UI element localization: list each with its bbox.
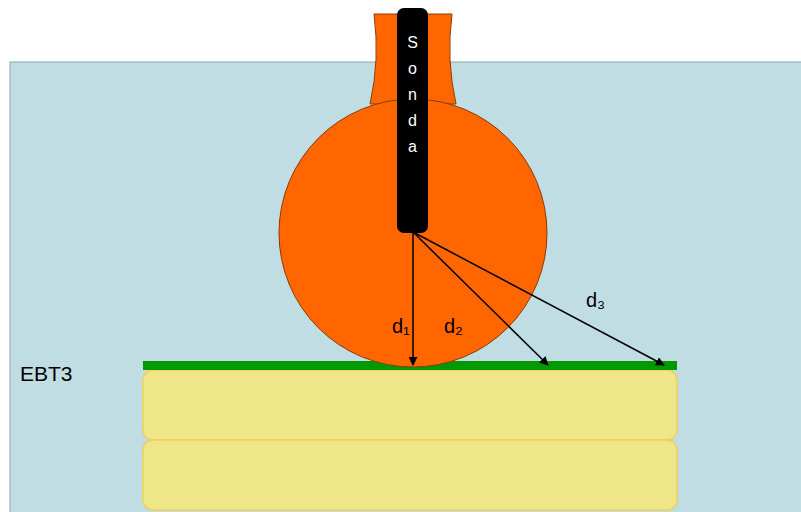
distance-label: d₂ (444, 316, 463, 336)
probe: Sonda (397, 8, 428, 233)
distance-arrow (412, 232, 414, 365)
distance-arrow (413, 232, 664, 365)
distance-label: d₁ (392, 316, 410, 336)
distance-label: d₃ (586, 290, 605, 310)
film-label: EBT3 (20, 363, 73, 384)
distance-arrow (413, 232, 548, 365)
phantom-slab (143, 440, 677, 510)
probe-label: Sonda (407, 30, 419, 160)
phantom-slab (143, 370, 677, 440)
